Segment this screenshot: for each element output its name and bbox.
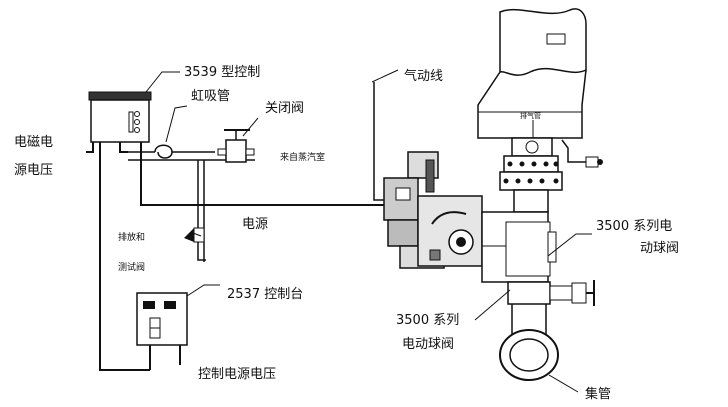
label-valve-3500-bottom-2: 电动球阀 (402, 337, 454, 352)
label-header-pipe: 集管 (585, 386, 611, 402)
label-drain-test-1: 排放和 (118, 231, 145, 243)
label-valve-3500-top-1: 3500 系列电 (596, 219, 672, 234)
label-power: 电源 (242, 217, 268, 232)
label-pneumatic-line: 气动线 (404, 68, 443, 84)
label-shutoff-valve: 关闭阀 (265, 101, 304, 116)
drain-test-valve (184, 227, 205, 243)
control-box-3539 (88, 91, 152, 143)
label-vent-pipe: 排气管 (520, 111, 541, 120)
label-drain-test-2: 测试阀 (118, 261, 145, 273)
label-solenoid-voltage-2: 源电压 (14, 163, 53, 178)
shutoff-valve (217, 117, 259, 163)
label-control-power-voltage: 控制电源电压 (198, 367, 276, 382)
label-3539-control: 3539 型控制 (184, 65, 260, 80)
header-pipe (499, 329, 559, 381)
label-valve-3500-bottom-1: 3500 系列 (396, 313, 459, 328)
steam-chamber (477, 8, 603, 191)
label-siphon: 虹吸管 (191, 89, 230, 104)
control-console-2537 (136, 292, 188, 346)
label-from-steam-chamber: 来自蒸汽室 (280, 151, 325, 163)
label-valve-3500-top-2: 动球阀 (640, 241, 679, 256)
label-console-2537: 2537 控制台 (227, 287, 303, 302)
label-solenoid-voltage-1: 电磁电 (14, 135, 53, 150)
ball-valves (481, 189, 595, 334)
actuator-assembly (383, 151, 483, 269)
